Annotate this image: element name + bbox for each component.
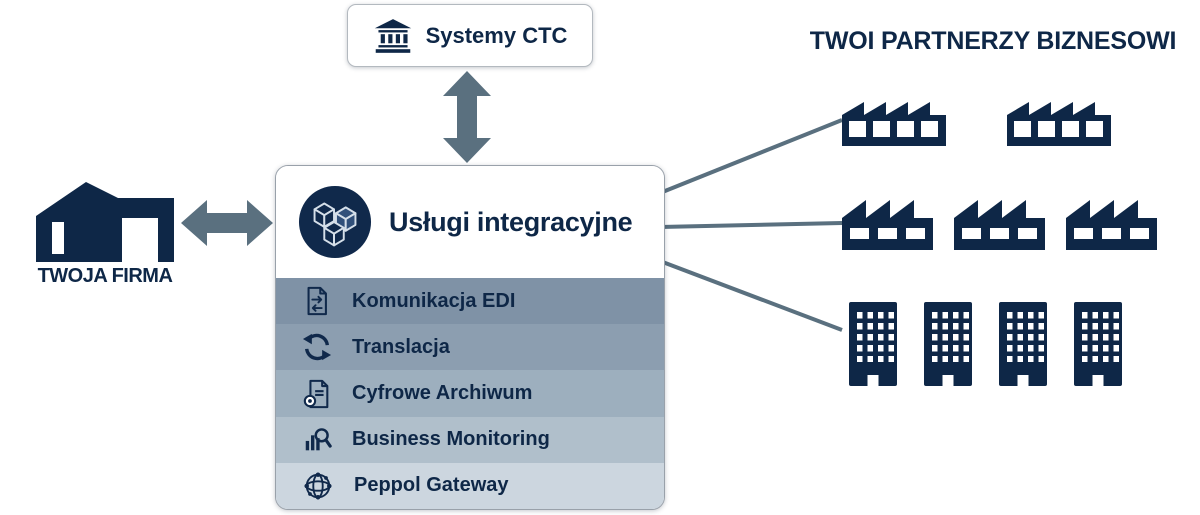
vertical-double-arrow — [443, 71, 491, 163]
service-row-peppol-gateway: Peppol Gateway — [276, 462, 664, 509]
service-label: Cyfrowe Archiwum — [352, 382, 533, 404]
office-building-icon — [999, 302, 1047, 386]
sync-arrows-icon — [302, 334, 332, 361]
document-seal-icon — [303, 379, 329, 408]
edi-document-icon — [307, 286, 327, 316]
office-building-icon — [849, 302, 897, 386]
factory-icon — [840, 192, 935, 250]
integration-title: Usługi integracyjne — [389, 206, 633, 237]
factory-icon — [1064, 192, 1159, 250]
service-row-cyfrowe-archiwum: Cyfrowe Archiwum — [276, 370, 664, 417]
partners-title: TWOI PARTNERZY BIZNESOWI — [809, 27, 1177, 55]
partners-row-factories-small — [840, 192, 1159, 250]
partners-row-factories-large — [840, 100, 1113, 146]
cubes-icon — [298, 185, 372, 259]
service-label: Translacja — [352, 335, 450, 358]
factory-icon — [840, 100, 948, 146]
factory-icon — [952, 192, 1047, 250]
bank-icon — [374, 18, 411, 53]
office-building-icon — [1074, 302, 1122, 386]
company-figure: TWOJA FIRMA — [22, 176, 188, 288]
horizontal-double-arrow — [181, 200, 273, 246]
factory-icon — [1005, 100, 1113, 146]
globe-network-icon — [304, 472, 332, 500]
company-label: TWOJA FIRMA — [37, 265, 173, 287]
warehouse-icon — [36, 182, 174, 262]
service-label: Business Monitoring — [352, 428, 550, 451]
office-building-icon — [924, 302, 972, 386]
integration-services-box: Usługi integracyjne Komunikacja EDI — [275, 165, 665, 510]
service-row-business-monitoring: Business Monitoring — [276, 416, 664, 463]
service-label: Peppol Gateway — [354, 474, 509, 497]
service-label: Komunikacja EDI — [352, 289, 516, 312]
ctc-systems-box: Systemy CTC — [347, 4, 593, 67]
service-row-translacja: Translacja — [276, 324, 664, 371]
ctc-systems-label: Systemy CTC — [425, 22, 568, 48]
chart-magnifier-icon — [305, 427, 332, 451]
integration-header: Usługi integracyjne — [276, 166, 664, 278]
partners-row-office-buildings — [849, 302, 1122, 386]
service-row-komunikacja-edi: Komunikacja EDI — [276, 278, 664, 325]
